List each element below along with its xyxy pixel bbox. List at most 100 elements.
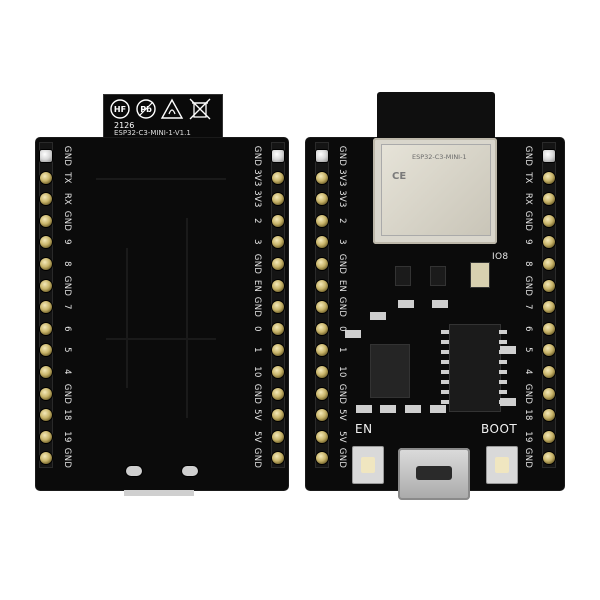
antenna-area	[377, 92, 495, 142]
front-left-pin-label: GND	[337, 145, 347, 167]
front-right-pin	[543, 258, 555, 270]
front-left-pin-label: 3V3	[337, 168, 347, 187]
back-right-pin-label: EN	[252, 279, 262, 292]
chip-leg	[499, 380, 507, 384]
chip-leg	[441, 390, 449, 394]
chip-leg	[499, 360, 507, 364]
front-right-pin-label: 5	[523, 347, 533, 354]
back-left-pin-label: GND	[62, 275, 72, 296]
front-right-pin-label: TX	[523, 171, 533, 184]
front-left-pin-label: GND	[337, 383, 347, 404]
boot-button-cap	[495, 457, 509, 473]
front-left-pin-label: 5V	[337, 409, 347, 422]
front-right-pin	[543, 366, 555, 378]
front-right-pin-label: GND	[523, 383, 533, 404]
back-right-pin	[272, 258, 284, 270]
back-left-pin-label: GND	[62, 145, 72, 167]
chip-leg	[499, 350, 507, 354]
front-right-pin	[543, 344, 555, 357]
back-left-pin	[40, 301, 52, 314]
front-left-pin	[316, 366, 328, 378]
back-left-pin	[40, 409, 52, 422]
back-left-pin	[40, 387, 52, 400]
chip-leg	[441, 350, 449, 354]
front-left-pin-label: GND	[337, 296, 347, 318]
back-right-pin-label: GND	[252, 253, 262, 275]
front-left-pin-label: 1	[337, 347, 347, 354]
back-right-pin-label: 3	[252, 239, 262, 246]
back-right-pin	[272, 171, 284, 184]
back-right-pin	[272, 193, 284, 206]
esd-warning-icon	[160, 98, 184, 119]
back-left-pin-label: RX	[62, 193, 72, 206]
front-right-pin-label: 9	[523, 239, 533, 246]
en-button[interactable]	[352, 446, 384, 484]
chip-leg	[441, 380, 449, 384]
smd-component	[430, 405, 446, 413]
smd-component	[370, 312, 386, 320]
front-left-pin-label: 5V	[337, 430, 347, 443]
back-left-pin-label: 19	[62, 431, 72, 443]
back-left-pin-label: 8	[62, 261, 72, 267]
pb-badge-icon: Pb	[136, 99, 156, 119]
trace	[186, 218, 188, 418]
back-right-pin-label: 5V	[252, 409, 262, 422]
front-left-pin	[316, 344, 328, 357]
back-left-pin-label: GND	[62, 383, 72, 404]
back-right-pin-label: 2	[252, 217, 262, 224]
usb-port-opening	[416, 466, 452, 480]
compliance-icons: HF Pb	[110, 98, 211, 120]
front-left-pin	[316, 301, 328, 314]
back-right-pin-label: 3V3	[252, 168, 262, 187]
chip-leg	[441, 340, 449, 344]
back-right-pin-label: 0	[252, 325, 262, 332]
chip-leg	[441, 400, 449, 404]
sticker-model: ESP32-C3-MINI-1-V1.1	[114, 129, 191, 137]
front-right-pin-label: RX	[523, 193, 533, 206]
ce-mark-icon: CE	[392, 171, 407, 182]
front-right-pin	[543, 236, 555, 249]
front-left-pin-label: GND	[337, 253, 347, 275]
en-button-cap	[361, 457, 375, 473]
board-back-side	[36, 138, 288, 496]
back-left-pin-label: GND	[62, 448, 72, 469]
front-left-pin	[316, 214, 328, 227]
front-right-pin	[543, 387, 555, 400]
back-left-pin	[40, 452, 52, 465]
back-right-pin-label: GND	[252, 383, 262, 404]
front-left-pin	[316, 258, 328, 270]
voltage-regulator	[370, 344, 410, 398]
front-left-pin	[316, 409, 328, 422]
smd-component	[405, 405, 421, 413]
io8-label: IO8	[492, 252, 509, 262]
usb-uart-chip	[449, 324, 501, 412]
boot-button[interactable]	[486, 446, 518, 484]
front-right-pin-label: 19	[523, 431, 533, 443]
back-right-pin-label: 1	[252, 347, 262, 354]
front-left-pin	[316, 322, 328, 335]
back-left-pin-label: 7	[62, 304, 72, 311]
svg-text:HF: HF	[114, 105, 126, 114]
front-right-pin-label: GND	[523, 210, 533, 231]
back-right-pin-label: 5V	[252, 430, 262, 443]
front-left-pin	[316, 387, 328, 400]
back-right-pin-label: 10	[252, 366, 262, 378]
module-shield: ESP32-C3-MINI-1 CE	[381, 144, 491, 236]
back-left-pin-label: TX	[62, 171, 72, 184]
back-right-pin-label: GND	[252, 145, 262, 167]
front-right-pin	[543, 409, 555, 422]
front-left-pin	[316, 452, 328, 465]
status-led	[470, 262, 490, 288]
front-right-pin-label: GND	[523, 275, 533, 296]
transistor	[430, 266, 446, 286]
back-left-pin-label: GND	[62, 210, 72, 231]
back-left-pin-label: 5	[62, 347, 72, 354]
usb-c-connector[interactable]	[398, 448, 470, 500]
front-right-pin	[543, 193, 555, 206]
front-left-pin-label: 3V3	[337, 190, 347, 208]
back-right-pin	[272, 214, 284, 227]
back-left-pin	[40, 279, 52, 292]
front-right-pin-label: GND	[523, 145, 533, 167]
sticker-date: 2126	[114, 121, 135, 130]
trace	[96, 178, 226, 180]
